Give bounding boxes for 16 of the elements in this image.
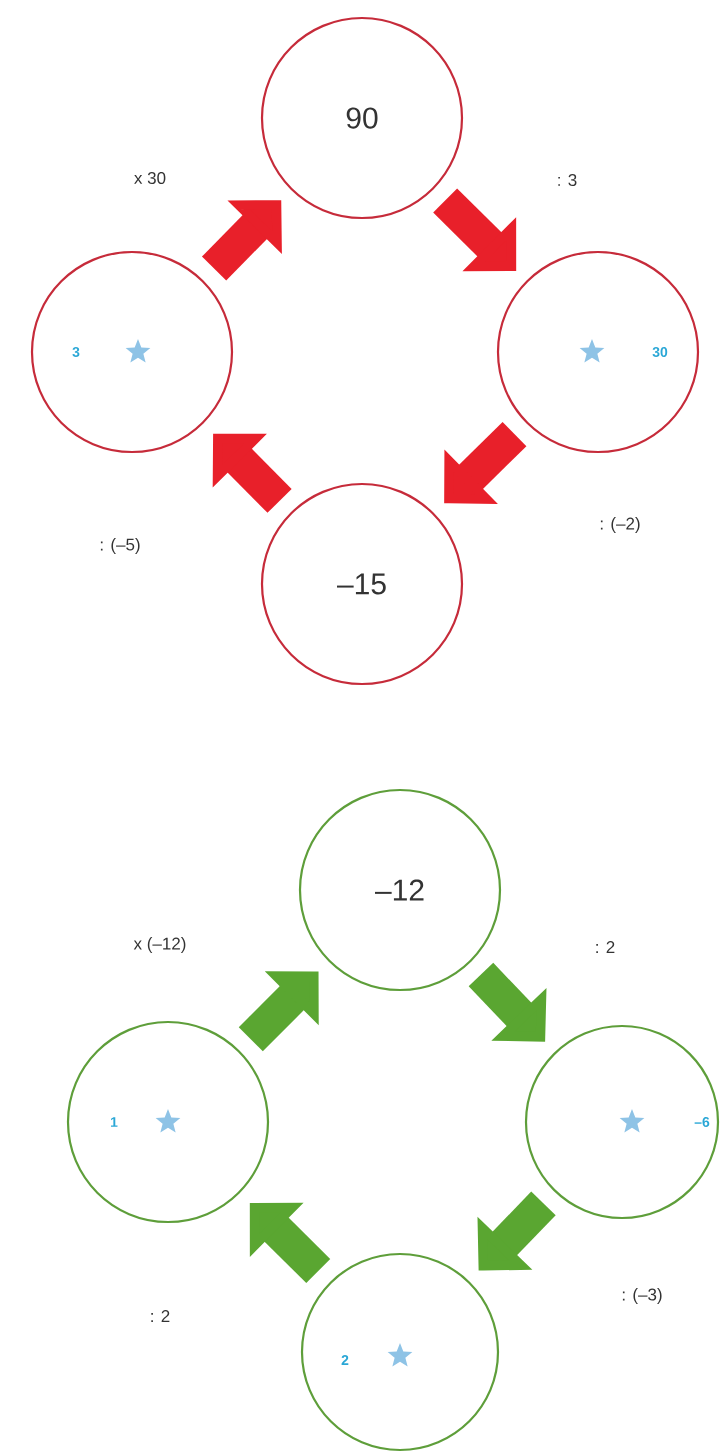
operation-label: x (–12) [133,937,186,953]
operation-label: : (–5) [100,538,140,554]
block-arrow [201,200,282,281]
operation-label: x 30 [134,172,166,185]
block-arrow [249,1202,331,1284]
operation-label: : 3 [558,174,577,187]
block-arrow [468,962,547,1042]
block-arrow [433,188,517,272]
operation-label: : 2 [596,941,615,953]
operation-label: : (–3) [622,1288,662,1304]
block-arrow [212,433,292,513]
block-arrow [238,971,319,1052]
block-arrow [444,421,527,504]
block-arrow [477,1191,556,1271]
operation-label: : (–2) [600,517,640,533]
operation-label: : 2 [151,1310,170,1322]
